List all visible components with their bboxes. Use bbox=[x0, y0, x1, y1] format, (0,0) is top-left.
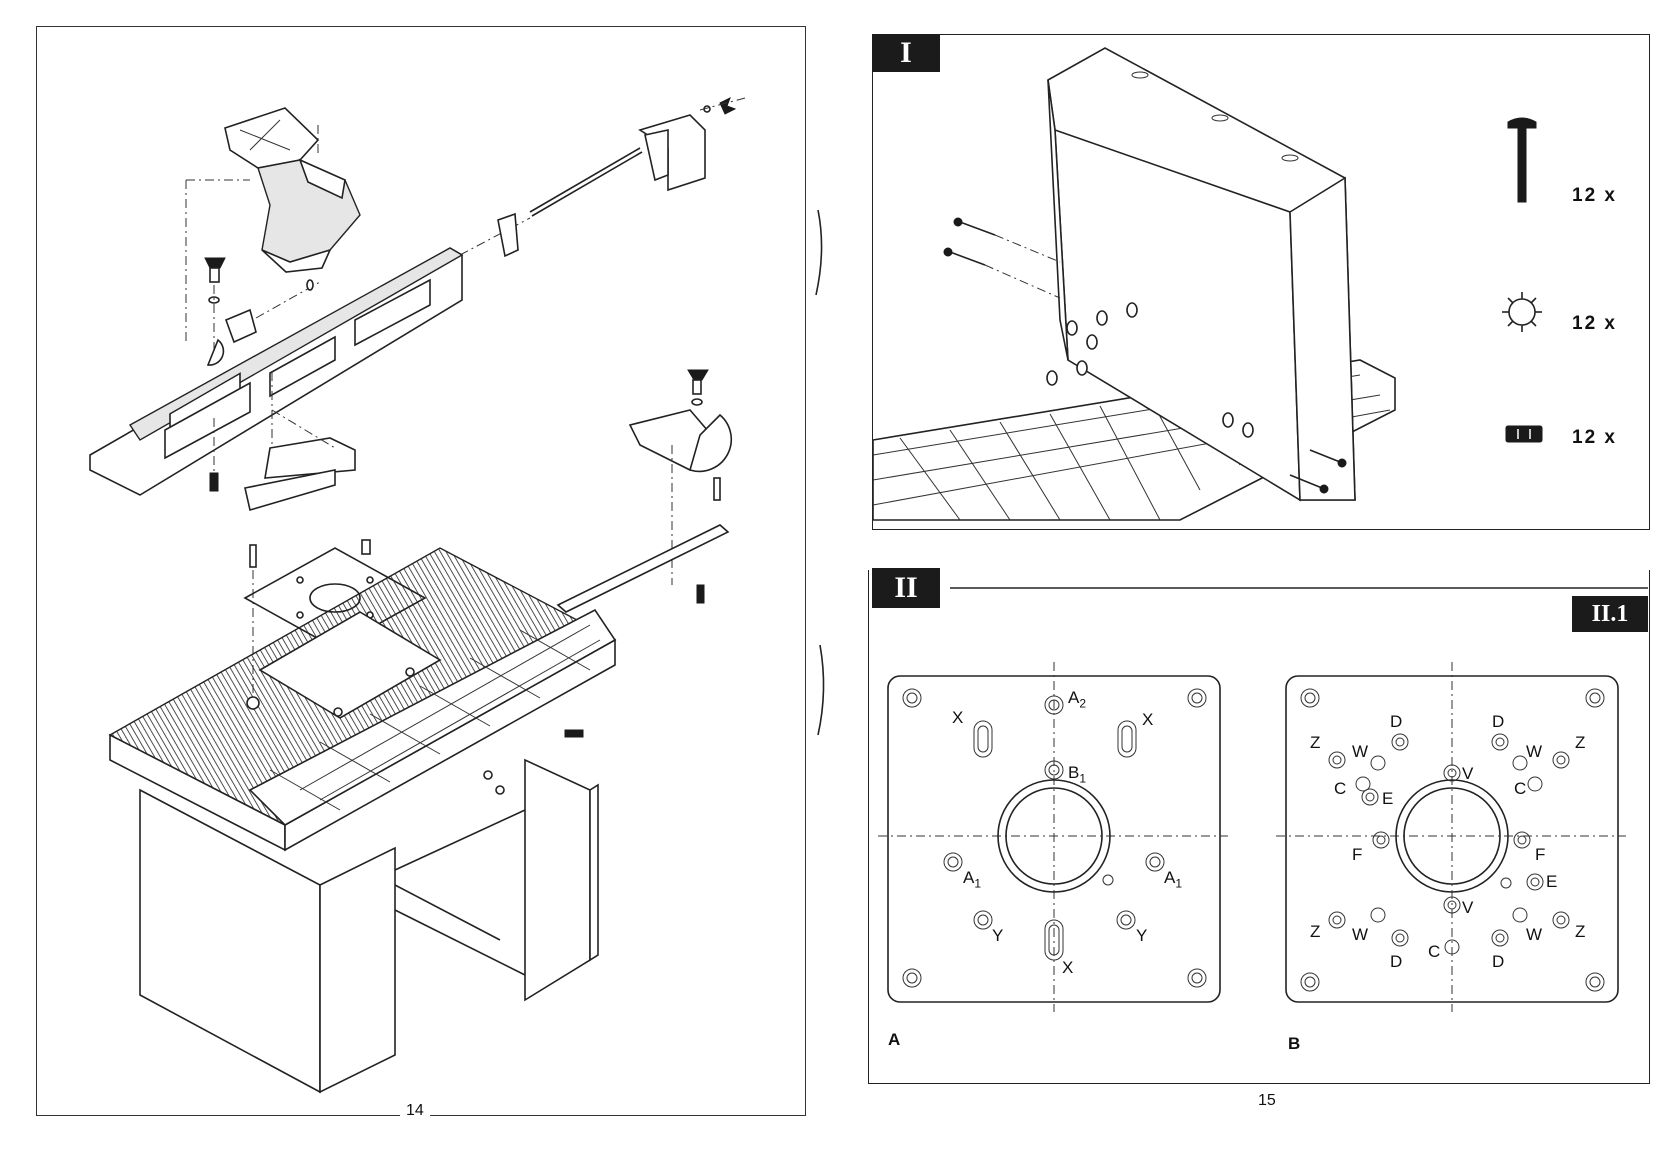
plate-a-diagram bbox=[878, 662, 1228, 1012]
screw-icon bbox=[1507, 117, 1537, 203]
hole-label: W bbox=[1352, 925, 1369, 944]
nut-icon bbox=[1505, 425, 1543, 443]
left-page-number: 14 bbox=[400, 1102, 430, 1120]
nut-quantity: 12 x bbox=[1572, 427, 1617, 448]
plate-b-label: B bbox=[1288, 1034, 1301, 1053]
hole-label: C bbox=[1334, 779, 1347, 798]
hole-label: X bbox=[1062, 958, 1074, 977]
table-legs bbox=[139, 758, 599, 1094]
hole-label: A2 bbox=[1068, 688, 1087, 711]
miter-gauge bbox=[556, 369, 733, 613]
hole-label: D bbox=[1492, 712, 1505, 731]
hole-label: W bbox=[1352, 742, 1369, 761]
section-ii-panel bbox=[868, 570, 1650, 1084]
hole-label: W bbox=[1526, 925, 1543, 944]
fence-rail bbox=[89, 247, 464, 496]
hole-label: B1 bbox=[1068, 763, 1087, 786]
lock-washer-quantity: 12 x bbox=[1572, 313, 1617, 334]
hole-label: A1 bbox=[963, 868, 982, 891]
hole-label: W bbox=[1526, 742, 1543, 761]
hole-label: X bbox=[952, 708, 964, 727]
hole-label: V bbox=[1462, 764, 1474, 783]
exploded-view-diagram bbox=[89, 96, 746, 1094]
hole-label: E bbox=[1382, 789, 1394, 808]
section-ii-tag: II bbox=[872, 568, 940, 608]
hole-label: D bbox=[1390, 952, 1403, 971]
lock-washer-icon bbox=[1502, 292, 1542, 332]
hole-label: A1 bbox=[1164, 868, 1183, 891]
plate-b-diagram bbox=[1276, 662, 1626, 1012]
section-i-tag: I bbox=[872, 34, 940, 72]
hole-label: Z bbox=[1310, 922, 1321, 941]
plate-a-label: A bbox=[888, 1030, 901, 1049]
router-table-top bbox=[108, 547, 617, 852]
hole-label: Y bbox=[1136, 926, 1148, 945]
hole-label: C bbox=[1428, 942, 1441, 961]
hole-label: Y bbox=[992, 926, 1004, 945]
section-i-panel bbox=[872, 34, 1650, 530]
left-page-frame bbox=[36, 26, 806, 1116]
hole-label: D bbox=[1492, 952, 1505, 971]
hole-label: D bbox=[1390, 712, 1403, 731]
hole-label: X bbox=[1142, 710, 1154, 729]
hole-label: F bbox=[1535, 845, 1546, 864]
hole-label: V bbox=[1462, 898, 1474, 917]
hole-label: F bbox=[1352, 845, 1363, 864]
screw-quantity: 12 x bbox=[1572, 185, 1617, 206]
hole-label: Z bbox=[1310, 733, 1321, 752]
hole-label: Z bbox=[1575, 733, 1586, 752]
section-ii-1-tag: II.1 bbox=[1572, 596, 1648, 632]
section-i-diagram bbox=[872, 47, 1543, 521]
hole-label: C bbox=[1514, 779, 1527, 798]
right-page-number: 15 bbox=[1252, 1092, 1282, 1110]
hole-label: Z bbox=[1575, 922, 1586, 941]
dust-hood bbox=[224, 107, 361, 273]
hole-label: E bbox=[1546, 872, 1558, 891]
